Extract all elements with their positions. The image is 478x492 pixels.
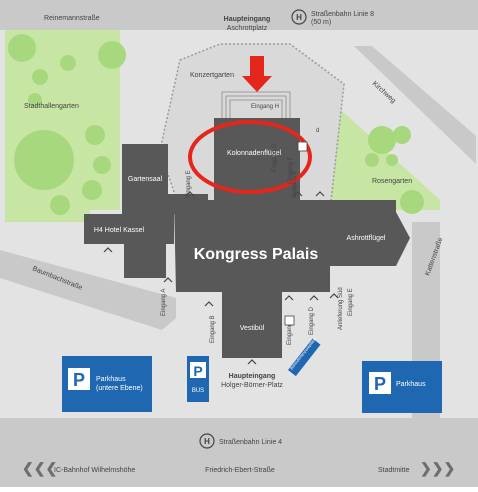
wheelchair-icon-g [297, 141, 308, 152]
park-label-rosengarten: Rosengarten [372, 178, 412, 185]
entrance-chevron-icons [103, 191, 339, 365]
building-vestibuel [222, 292, 282, 358]
trees-left [8, 34, 126, 215]
entrance-anlieferung: Anlieferung Süd [338, 287, 344, 330]
behindert-sign [288, 338, 321, 377]
parking-right-p: P [374, 374, 386, 394]
street-top: Reinemannstraße [44, 15, 100, 22]
building-label-kolonnaden: Kolonnadenflügel [227, 150, 282, 157]
nav-left-label: IC-Bahnhof Wilhelmshöhe [54, 467, 135, 474]
nav-left-icon: ❮❮❮ [22, 460, 57, 477]
wheelchair-icon-c [284, 315, 295, 326]
parking-bus-p-box [190, 362, 206, 378]
tram-stop-top-h: H [296, 13, 302, 22]
parking-left-label-1: Parkhaus [96, 376, 126, 383]
park-label-stadthallengarten: Stadthallengarten [24, 103, 79, 110]
building-gartensaal [122, 144, 168, 214]
entrance-g: Eingang G [272, 143, 278, 172]
haupteingang-bottom-2: Holger-Börner-Platz [221, 382, 283, 389]
tram-bottom: Straßenbahn Linie 4 [219, 439, 282, 446]
park-label-konzertgarten: Konzertgarten [190, 72, 234, 79]
tram-top-1: Straßenbahn Linie 8 [311, 11, 374, 18]
street-bottom: Friedrich-Ebert-Straße [205, 467, 275, 474]
entrance-c: Eingang C [287, 316, 293, 345]
tram-stop-bottom-h: H [204, 437, 210, 446]
building-hotel [84, 214, 174, 244]
parking-right-p-box [369, 372, 391, 394]
entrance-left-vertical: Eingang E [186, 170, 192, 198]
nav-right-label: Stadtmitte [378, 467, 410, 474]
building-label-hotel: H4 Hotel Kassel [94, 227, 145, 234]
tram-stop-top-icon [291, 9, 307, 25]
haupteingang-top-1: Haupteingang [224, 16, 271, 23]
entrance-f: Eingang F [288, 156, 294, 184]
building-hotel-lower [124, 244, 166, 278]
building-label-gartensaal: Gartensaal [128, 176, 163, 183]
parking-bus-label: BUS [192, 388, 204, 394]
building-label-asch: Ashrottflügel [347, 235, 386, 242]
entrance-b: Eingang B [210, 315, 216, 343]
parking-left-p-box [68, 368, 90, 390]
building-kongress-palais [174, 200, 410, 292]
trees-right [365, 126, 424, 214]
highlight-ellipse [188, 120, 312, 194]
top-road [0, 0, 478, 30]
kirchweg-road [354, 46, 476, 164]
nav-right-icon: ❯❯❯ [420, 460, 455, 477]
building-connector [168, 194, 208, 214]
baumbach-road [0, 250, 176, 330]
parking-bus-p: P [193, 363, 202, 379]
entrance-e: Eingang E [348, 288, 354, 316]
parking-right-label: Parkhaus [396, 381, 426, 388]
entrance-e-top: d [316, 128, 319, 134]
park-rosengarten [330, 100, 440, 210]
building-label-kongress: Kongress Palais [194, 246, 319, 263]
bottom-road [0, 418, 478, 487]
building-label-vestibuel: Vestibül [240, 325, 265, 332]
haupteingang-bottom-1: Haupteingang [229, 373, 276, 380]
entrance-d: Eingang D [309, 306, 315, 335]
highlight-arrow [242, 56, 272, 92]
entrance-a: Eingang A [161, 289, 167, 316]
tram-stop-bottom-icon [199, 433, 215, 449]
entrance-h: Eingang H [251, 104, 279, 110]
haupteingang-top-2: Aschrottplatz [227, 25, 268, 32]
parking-left-p: P [73, 370, 85, 390]
entrance-right-vertical: Eingang E [292, 170, 298, 198]
tram-top-2: (50 m) [311, 19, 331, 26]
entrance-h-steps [221, 91, 291, 118]
building-kolonnadenfluegel [214, 118, 300, 210]
parking-left-label-2: (untere Ebene) [96, 385, 143, 392]
